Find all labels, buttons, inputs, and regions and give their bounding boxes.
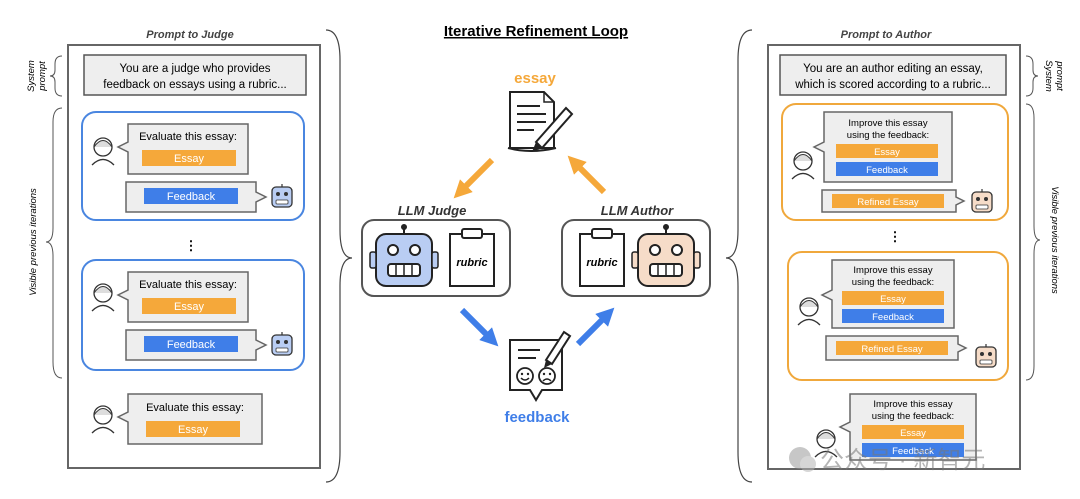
essay-tag-text-1: Essay <box>174 153 204 165</box>
author-robot-icon <box>631 224 701 287</box>
author-robot-small-icon <box>975 344 997 368</box>
author-essay-tag-1 <box>836 144 938 158</box>
essay-tag-text-current: Essay <box>178 424 208 436</box>
feedback-label: feedback <box>504 409 570 426</box>
judge-panel-frame <box>67 44 321 469</box>
user-avatar-icon <box>91 137 115 166</box>
author-robot-small-icon <box>971 189 993 213</box>
judge-prompt-panel: Prompt to Judge You are a judge who prov… <box>26 29 321 469</box>
feedback-tag-text-1: Feedback <box>167 191 216 203</box>
judge-request-text-1: Evaluate this essay: <box>139 131 237 143</box>
refined-essay-tag-text-1: Refined Essay <box>857 197 919 208</box>
llm-judge-label: LLM Judge <box>398 203 467 218</box>
watermark: 公众号 · 新智元 <box>789 447 985 474</box>
judge-request-text-current: Evaluate this essay: <box>146 402 244 414</box>
llm-author-label: LLM Author <box>601 203 674 218</box>
user-avatar-icon <box>797 297 821 326</box>
author-iterations-brace <box>1025 103 1041 381</box>
author-feedback-tag-1 <box>836 162 938 176</box>
author-feedback-tag-text-1: Feedback <box>866 165 908 176</box>
author-panel-heading: Prompt to Author <box>841 29 932 41</box>
user-avatar-icon <box>91 405 115 434</box>
author-ellipsis: ⋮ <box>889 229 902 244</box>
judge-rubric-clipboard-icon <box>449 228 495 287</box>
author-system-prompt-line-1: You are an author editing an essay, <box>803 63 983 75</box>
author-iteration-frame-2 <box>787 251 1009 381</box>
judge-system-prompt-box <box>83 54 307 96</box>
essay-tag-current <box>146 421 240 437</box>
judge-request-text-2: Evaluate this essay: <box>139 279 237 291</box>
arrow-judge-to-feedback <box>459 307 499 347</box>
arrow-essay-to-judge <box>453 157 495 199</box>
author-request-text-3b: using the feedback: <box>872 411 954 422</box>
judge-side-label-iterations: Visible previous iterations <box>28 188 39 296</box>
author-essay-tag-2 <box>842 291 944 305</box>
author-feedback-tag-3 <box>862 443 964 457</box>
essay-tag-1 <box>142 150 236 166</box>
judge-robot-icon <box>369 224 439 287</box>
author-request-text-3a: Improve this essay <box>873 399 952 410</box>
diagram-title: Iterative Refinement Loop <box>444 23 628 40</box>
essay-tag-text-2: Essay <box>174 301 204 313</box>
author-side-label-system-2: prompt <box>1054 60 1065 91</box>
judge-panel-brace <box>325 29 353 483</box>
author-prompt-panel: Prompt to Author You are an author editi… <box>767 29 1065 470</box>
author-essay-tag-3 <box>862 425 964 439</box>
judge-robot-small-icon <box>271 332 293 356</box>
judge-iteration-frame-2 <box>81 259 305 371</box>
judge-robot-small-icon <box>271 184 293 208</box>
author-essay-tag-text-3: Essay <box>900 428 926 439</box>
arrow-author-to-essay <box>567 155 607 195</box>
author-side-label-system-1: System <box>1043 60 1054 92</box>
feedback-tag-2 <box>144 336 238 352</box>
judge-system-prompt-line-2: feedback on essays using a rubric... <box>103 79 286 91</box>
judge-iteration-frame-1 <box>81 111 305 221</box>
author-feedback-tag-2 <box>842 309 944 323</box>
arrow-feedback-to-author <box>575 307 615 347</box>
author-side-label-iterations: Visible previous iterations <box>1049 186 1060 294</box>
author-panel-frame <box>767 44 1021 470</box>
user-avatar-icon <box>91 283 115 312</box>
judge-rubric-label: rubric <box>456 257 487 269</box>
judge-system-prompt-line-1: You are a judge who provides <box>119 63 270 75</box>
author-iteration-frame-1 <box>781 103 1009 221</box>
judge-side-label-system-2: prompt <box>37 61 48 92</box>
judge-iterations-brace <box>45 107 63 379</box>
author-panel-brace <box>725 29 753 483</box>
author-feedback-tag-text-3: Feedback <box>892 446 934 457</box>
essay-label: essay <box>514 70 556 87</box>
refined-essay-tag-1 <box>832 194 944 208</box>
author-system-brace <box>1025 55 1039 97</box>
feedback-tag-1 <box>144 188 238 204</box>
author-system-prompt-line-2: which is scored according to a rubric... <box>794 79 991 91</box>
author-request-text-2a: Improve this essay <box>853 265 932 276</box>
essay-document-icon <box>507 91 574 152</box>
refined-essay-tag-text-2: Refined Essay <box>861 344 923 355</box>
refined-essay-tag-2 <box>836 341 948 355</box>
feedback-tag-text-2: Feedback <box>167 339 216 351</box>
judge-side-label-system-1: System <box>26 60 37 92</box>
judge-panel-heading: Prompt to Judge <box>146 29 233 41</box>
author-essay-tag-text-1: Essay <box>874 147 900 158</box>
author-rubric-clipboard-icon <box>579 228 625 287</box>
feedback-faces-icon <box>509 330 572 402</box>
user-avatar-icon <box>814 429 838 458</box>
author-rubric-label: rubric <box>586 257 617 269</box>
author-system-prompt-box <box>779 54 1007 96</box>
essay-tag-2 <box>142 298 236 314</box>
refinement-loop: essay LLM Judge <box>361 70 711 426</box>
author-feedback-tag-text-2: Feedback <box>872 312 914 323</box>
user-avatar-icon <box>791 151 815 180</box>
judge-system-brace <box>49 55 63 97</box>
watermark-text: 公众号 · 新智元 <box>820 447 985 474</box>
author-request-text-2b: using the feedback: <box>852 277 934 288</box>
author-essay-tag-text-2: Essay <box>880 294 906 305</box>
author-request-text-1a: Improve this essay <box>848 118 927 129</box>
author-request-text-1b: using the feedback: <box>847 130 929 141</box>
judge-ellipsis: ⋮ <box>185 238 198 253</box>
